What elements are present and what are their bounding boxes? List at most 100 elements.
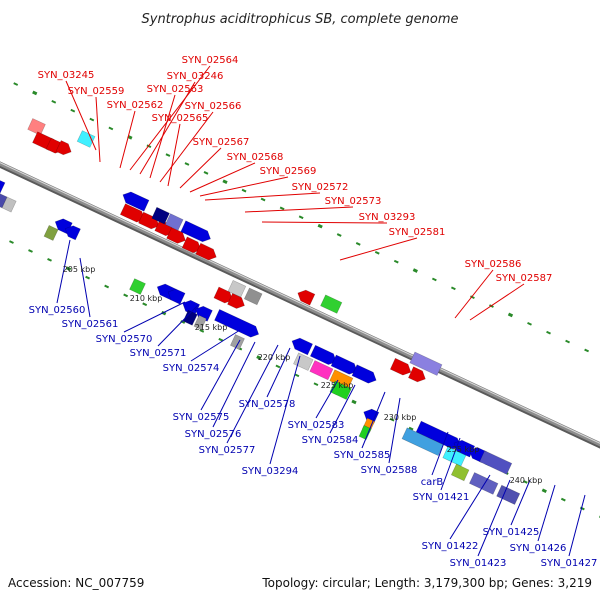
gene-feature [479,450,513,475]
forward-gene-label: SYN_02566 [185,101,242,112]
scale-tick-label: 235 kbp [447,445,480,454]
tick-dot-outer [104,284,110,289]
forward-gene-label: SYN_02587 [496,273,553,284]
callout-line [388,397,401,464]
reverse-gene-label: SYN_02578 [239,399,296,410]
tick-dot-inner [51,99,57,104]
forward-gene-label: SYN_03293 [359,212,416,223]
tick-dot-outer [199,329,205,333]
tick-dot-outer [389,417,395,422]
callout-line [469,283,525,321]
tick-dot-outer [579,506,585,511]
callout-line [440,437,461,491]
callout-line [329,384,356,434]
tick-dot-outer [256,355,262,360]
callout-line [339,237,418,261]
callout-line [199,176,289,197]
gene-feature [320,294,343,314]
gene-feature [293,352,314,371]
callout-line [179,147,222,189]
reverse-gene-label: SYN_01421 [413,492,470,503]
callout-line [79,257,91,318]
gene-feature [166,227,186,244]
callout-line [157,304,199,347]
reverse-gene-label: SYN_02574 [163,363,220,374]
tick-dot-inner [184,162,190,166]
callout-line [212,341,256,428]
reverse-gene-label: SYN_02585 [334,450,391,461]
gene-feature [389,357,412,376]
scale-tick-label: 220 kbp [258,353,291,362]
forward-gene-label: SYN_02565 [152,113,209,124]
tick-dot-inner [203,171,209,175]
gene-feature [230,334,245,351]
gene-feature [180,220,211,243]
reverse-gene-label: SYN_02583 [288,420,345,431]
gene-feature [64,225,81,241]
tick-dot-inner [374,250,380,255]
callout-line [261,221,388,224]
forward-gene-label: SYN_02572 [292,182,349,193]
callout-line [119,110,136,169]
forward-gene-label: SYN_02564 [182,55,239,66]
tick-marks [9,82,600,518]
tick-dot-inner [89,117,95,122]
gene-feature [0,180,6,194]
forward-gene-label: SYN_02569 [260,166,317,177]
callout-line [56,239,71,304]
accession-text: Accession: NC_007759 [8,576,144,590]
reverse-gene-label: SYN_01422 [422,541,479,552]
callout-line [149,94,176,179]
tick-dot-inner [298,215,304,220]
gene-feature [27,118,46,136]
tick-dot-inner [317,223,323,229]
callout-line [269,355,301,465]
gene-feature [409,351,443,376]
tick-dot-inner [70,108,76,113]
reverse-gene-label: SYN_02570 [96,334,153,345]
forward-gene-label: SYN_02573 [325,196,382,207]
tick-dot-inner [584,348,590,353]
gene-feature [297,289,316,306]
label-callouts: SYN_03245SYN_02559SYN_02562SYN_02564SYN_… [29,55,598,569]
gene-features [0,118,521,505]
callout-line [361,391,386,449]
gene-feature [181,236,202,254]
gene-feature [450,463,470,482]
reverse-gene-label: SYN_02575 [173,412,230,423]
tick-dot-inner [222,179,228,185]
gene-feature [291,337,313,356]
callout-line [123,301,186,333]
gene-feature [358,425,372,440]
gene-feature [213,286,234,304]
reverse-gene-label: SYN_01426 [510,543,567,554]
gene-feature [330,354,358,375]
tick-dot-outer [560,497,566,502]
gene-feature [76,130,96,148]
callout-line [454,269,494,319]
reverse-gene-label: SYN_02577 [199,445,256,456]
callout-line [95,96,101,163]
tick-dot-outer [522,480,528,484]
forward-gene-label: SYN_03245 [38,70,95,81]
tick-dot-outer [47,258,52,262]
tick-dot-outer [408,426,414,431]
reverse-gene-label: SYN_02561 [62,319,119,330]
gene-feature [329,380,352,400]
reverse-gene-label: SYN_02576 [185,429,242,440]
tick-dot-outer [294,373,300,378]
tick-dot-outer [123,293,129,298]
forward-gene-label: SYN_02586 [465,259,522,270]
reverse-gene-label: SYN_02588 [361,465,418,476]
tick-dot-inner [108,126,114,131]
tick-dot-inner [565,339,570,344]
map-title: Syntrophus aciditrophicus SB, complete g… [142,12,459,27]
forward-gene-label: SYN_02563 [147,84,204,95]
tick-dot-inner [355,242,361,246]
tick-dot-outer [28,249,33,253]
gene-feature [195,242,217,261]
gene-feature [408,366,426,383]
gene-feature [469,472,499,495]
gene-feature [167,288,186,305]
